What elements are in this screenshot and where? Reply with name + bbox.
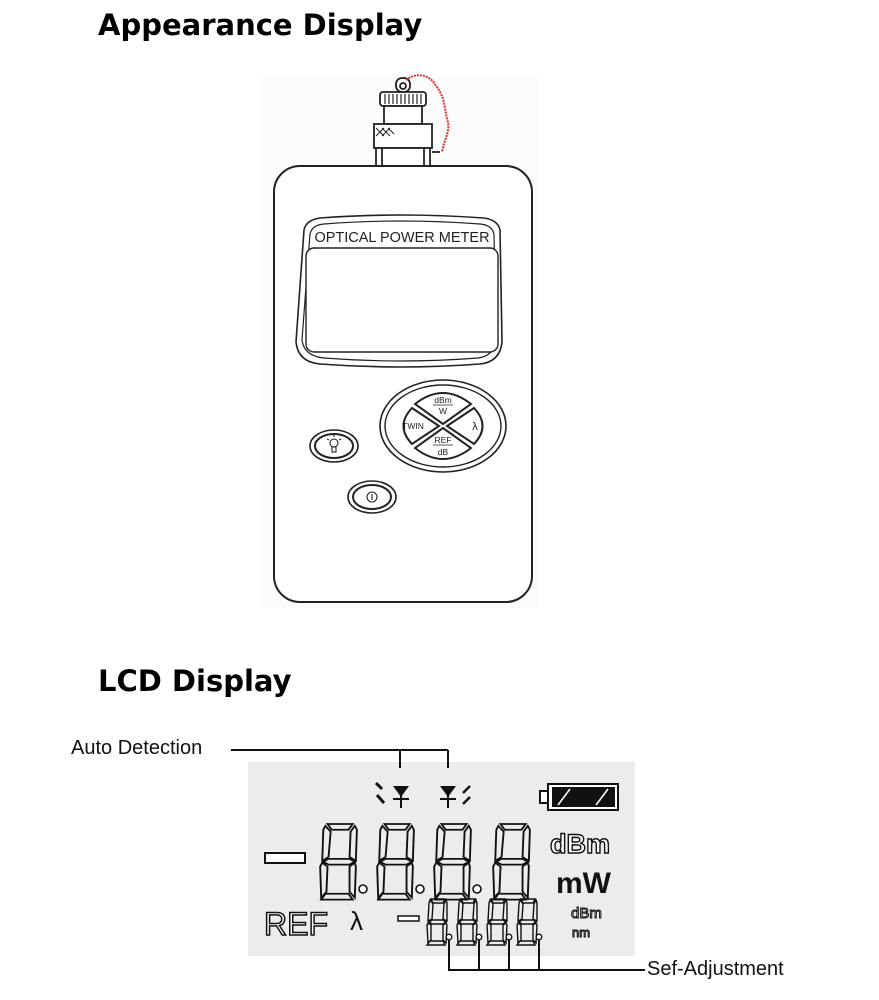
optical-power-meter-illustration: OPTICAL POWER METER dBm W REF dB TWIN λ [260,74,538,608]
self-adjustment-leader [448,940,645,971]
main-digit-1 [319,822,368,901]
light-source-left-icon [374,781,409,808]
power-icon [366,491,378,503]
panel-label: OPTICAL POWER METER [314,230,489,246]
fiber-connector-cap [373,77,440,167]
appearance-section-title: Appearance Display [98,8,423,42]
unit-mw: mW [556,867,612,900]
dbm-label: dBm [434,395,451,405]
self-adjustment-label: Sef-Adjustment [647,958,784,980]
light-bulb-icon [326,435,342,453]
battery-icon [539,783,619,811]
auto-detection-label: Auto Detection [71,737,203,759]
main-minus-sign [264,852,306,864]
unit-dbm: dBm [550,829,610,859]
sub-digit-4 [516,898,543,946]
lcd-display-diagram: dBm mW REF λ dBm nm [231,749,645,971]
direction-pad [379,379,507,473]
backlight-button[interactable] [309,429,359,463]
sub-digit-3 [486,898,513,946]
wavelength-button[interactable] [445,406,484,446]
ref-db-button[interactable] [413,426,473,460]
lambda-indicator: λ [350,906,363,936]
sub-digit-2 [456,898,483,946]
sub-unit-dbm: dBm [571,905,602,922]
db-label: dB [438,447,449,457]
w-label: W [439,406,447,416]
lcd-section-title: LCD Display [98,664,292,698]
main-digit-3 [433,822,482,901]
dbm-w-button[interactable] [413,392,473,426]
lambda-label: λ [472,421,478,433]
sub-minus-sign [397,915,420,922]
main-digit-2 [376,822,425,901]
sub-digit-1 [426,898,453,946]
ref-label: REF [435,435,452,445]
device-screen [305,247,499,353]
cap-cord [405,74,450,153]
power-button[interactable] [347,480,397,514]
sub-unit-nm: nm [572,925,590,940]
twin-button[interactable] [402,406,441,446]
light-source-right-icon [440,785,471,808]
twin-label: TWIN [402,421,424,431]
auto-detection-leader [231,749,449,768]
ref-indicator: REF [264,906,328,942]
